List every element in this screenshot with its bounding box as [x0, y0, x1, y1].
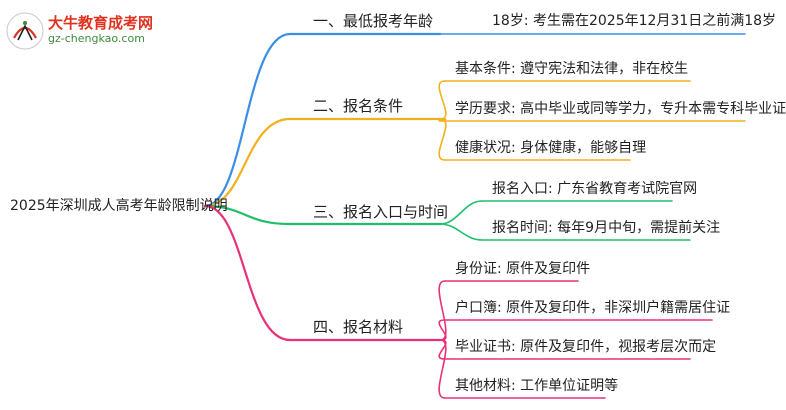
- root-branch-connector: [203, 204, 292, 226]
- branch-conditions: 二、报名条件: [313, 97, 404, 115]
- leaf-household-register: 户口簿: 原件及复印件，非深圳户籍需居住证: [455, 300, 731, 316]
- branch-leaf-connector: [438, 80, 447, 120]
- root-branch-connector: [203, 32, 292, 208]
- logo-title: 大牛教育成考网: [48, 14, 154, 32]
- root-branch-connector: [203, 117, 292, 208]
- leaf-diploma: 毕业证书: 原件及复印件，视报考层次而定: [455, 339, 717, 355]
- branch-leaf-connector: [439, 200, 483, 225]
- connector-layer: [203, 32, 746, 399]
- branch-min-age: 一、最低报考年龄: [313, 12, 434, 30]
- leaf-other-materials: 其他材料: 工作单位证明等: [455, 378, 619, 394]
- mind-map: 大牛教育成考网 gz-chengkao.com 2025年深圳成人高考年龄限制说…: [6, 10, 786, 399]
- logo-url: gz-chengkao.com: [48, 32, 145, 45]
- leaf-health-status: 健康状况: 身体健康，能够自理: [455, 140, 647, 156]
- logo-badge-icon: [6, 12, 44, 50]
- leaf-registration-entry: 报名入口: 广东省教育考试院官网: [492, 181, 698, 197]
- leaf-registration-time: 报名时间: 每年9月中旬，需提前关注: [492, 220, 721, 236]
- branch-leaf-connector: [438, 118, 447, 161]
- leaf-education-requirement: 学历要求: 高中毕业或同等学力，专升本需专科毕业证: [455, 101, 786, 117]
- branch-leaf-connector: [438, 319, 447, 341]
- branch-leaf-connector: [438, 280, 447, 341]
- leaf-id-card: 身份证: 原件及复印件: [455, 261, 591, 277]
- leaf-min-age: 18岁: 考生需在2025年12月31日之前满18岁: [492, 13, 777, 29]
- root-branch-connector: [203, 204, 292, 342]
- root-topic: 2025年深圳成人高考年龄限制说明: [10, 198, 228, 214]
- leaf-basic-condition: 基本条件: 遵守宪法和法律，非在校生: [455, 61, 689, 77]
- branch-leaf-connector: [439, 223, 483, 241]
- branch-entry-time: 三、报名入口与时间: [313, 203, 449, 221]
- branch-materials: 四、报名材料: [313, 318, 404, 336]
- branch-leaf-connector: [438, 339, 447, 399]
- brand-logo: 大牛教育成考网 gz-chengkao.com: [6, 10, 176, 54]
